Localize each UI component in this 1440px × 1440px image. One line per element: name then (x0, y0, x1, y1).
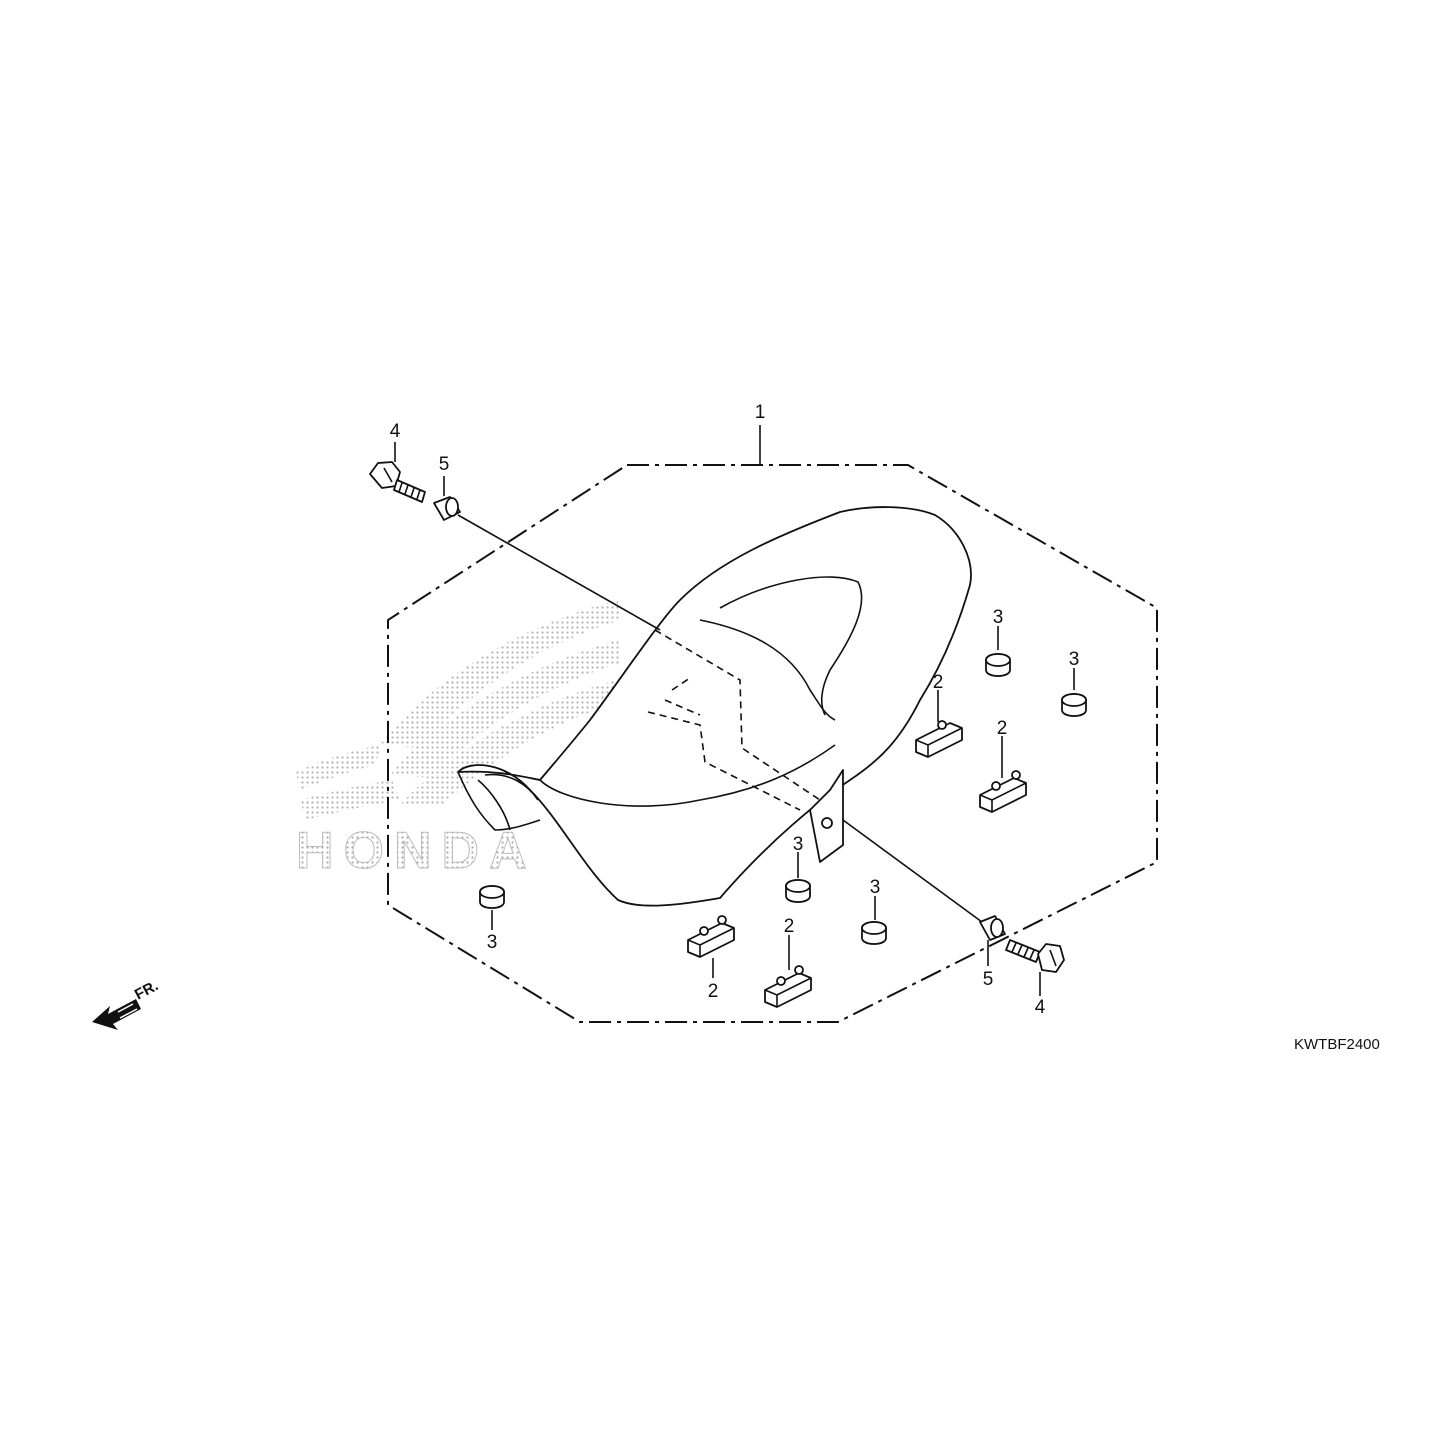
seat-part (457, 506, 972, 907)
rubber-cushion-c (687, 915, 735, 958)
callout-collar-right: 5 (983, 969, 994, 990)
seat-rubber-a (985, 653, 1011, 677)
flange-bolt-left (369, 461, 426, 503)
flange-bolt-right (1005, 939, 1065, 973)
assembly-boundary (387, 464, 1158, 1023)
front-label: FR. (132, 977, 161, 1003)
callout-rubber-a: 3 (993, 607, 1004, 628)
honda-wing-logo (296, 600, 622, 820)
leader-lines (394, 425, 1075, 996)
seat-rubber-b (1061, 693, 1087, 717)
callout-cushion-b: 2 (997, 718, 1008, 739)
callout-cushion-a: 2 (933, 672, 944, 693)
callout-bolt-right: 4 (1035, 997, 1046, 1018)
leader-seat-to-collar-right (842, 819, 983, 923)
diagram-code: KWTBF2400 (1294, 1036, 1380, 1053)
rubber-cushion-d (764, 965, 812, 1008)
callout-cushion-d: 2 (784, 916, 795, 937)
callout-bolt-left: 4 (390, 421, 401, 442)
callout-rubber-b: 3 (1069, 649, 1080, 670)
seat-rubber-d (861, 921, 887, 945)
callout-rubber-d: 3 (870, 877, 881, 898)
seat-rubber-e (479, 885, 505, 909)
callout-seat: 1 (755, 402, 766, 423)
front-arrow-icon (92, 999, 141, 1030)
collar-right (979, 915, 1006, 941)
collar-left (433, 496, 461, 521)
rubber-cushion-b (979, 770, 1027, 813)
callout-rubber-c: 3 (793, 834, 804, 855)
seat-rubber-c (785, 879, 811, 903)
honda-watermark-text: HONDA (296, 822, 537, 880)
leader-collar-left-to-seat (457, 514, 661, 631)
callout-rubber-e: 3 (487, 932, 498, 953)
rubber-cushion-a (915, 720, 963, 758)
callout-cushion-c: 2 (708, 981, 719, 1002)
callout-collar-left: 5 (439, 454, 450, 475)
